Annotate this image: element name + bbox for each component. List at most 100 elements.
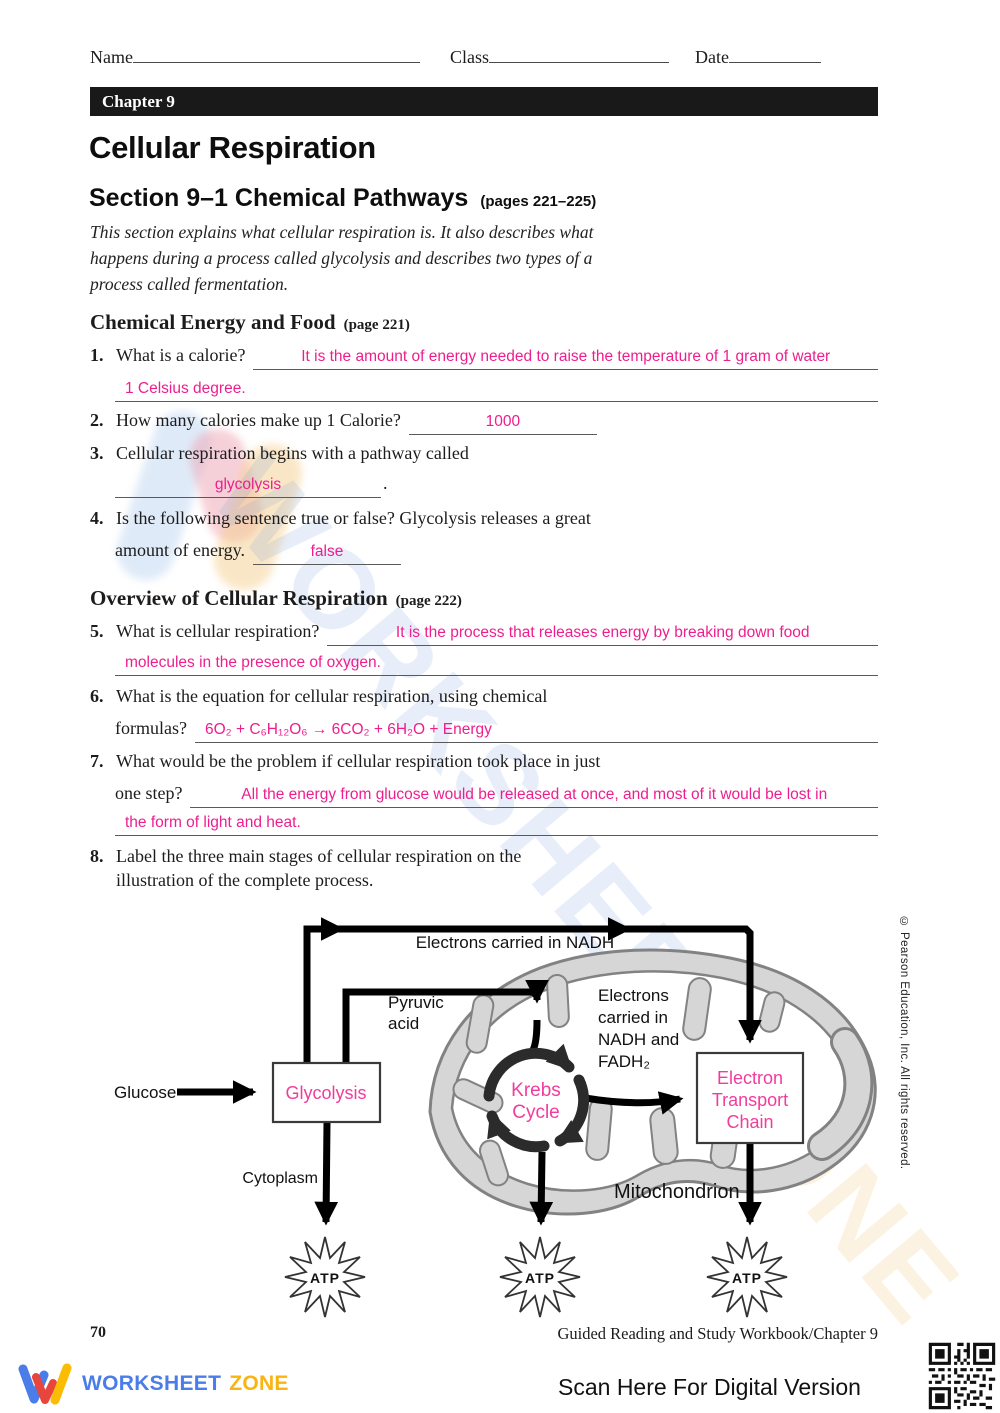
krebs-cycle-ring	[483, 1043, 590, 1153]
etc-label: Electron	[717, 1068, 783, 1088]
atp-star	[499, 1236, 581, 1318]
worksheetzone-logo[interactable]: WORKSHEET ZONE	[18, 1362, 289, 1406]
answer-text: All the energy from glucose would be rel…	[241, 786, 828, 803]
question-4-line-2: amount of energy. false	[115, 539, 878, 565]
atp-label: ATP	[732, 1270, 762, 1286]
answer-blank-q2[interactable]: 1000	[408, 409, 597, 435]
etc-label: Transport	[712, 1090, 788, 1110]
name-label: Name	[90, 47, 133, 67]
answer-text: the form of light and heat.	[125, 814, 301, 831]
electrons-inner-label: NADH and	[598, 1030, 679, 1049]
electrons-nadh-label: Electrons carried in NADH	[416, 933, 614, 952]
question-text: What is cellular respiration?	[116, 621, 320, 641]
answer-text: It is the amount of energy needed to rai…	[301, 348, 831, 365]
question-text: What is the equation for cellular respir…	[116, 686, 548, 706]
question-number: 1.	[90, 345, 104, 365]
question-7-answer-2: the form of light and heat.	[115, 810, 878, 836]
logo-text-worksheet: WORKSHEET	[82, 1372, 222, 1395]
equation-answer: 6O₂ + C₆H₁₂O₆ → 6CO₂ + 6H₂O + Energy	[204, 721, 492, 738]
question-number: 4.	[90, 508, 104, 528]
class-field[interactable]	[489, 46, 669, 63]
question-number: 3.	[90, 443, 104, 463]
atp-stars	[284, 1236, 788, 1318]
answer-blank-q4[interactable]: false	[252, 539, 401, 565]
question-8-line-2: illustration of the complete process.	[116, 869, 879, 892]
question-2: 2. How many calories make up 1 Calorie? …	[90, 409, 878, 435]
answer-text: 1000	[485, 413, 521, 430]
date-field[interactable]	[728, 46, 821, 63]
question-text: Is the following sentence true or false?…	[116, 508, 591, 528]
question-1-answer-2: 1 Celsius degree.	[115, 376, 878, 402]
pyruvic-acid-label: Pyruvic	[388, 993, 444, 1012]
page-number: 70	[90, 1324, 106, 1341]
question-number: 8.	[90, 846, 104, 866]
glycolysis-label: Glycolysis	[285, 1083, 366, 1103]
question-6: 6. What is the equation for cellular res…	[90, 685, 878, 708]
question-text: one step?	[115, 783, 183, 803]
cytoplasm-label: Cytoplasm	[242, 1170, 318, 1187]
question-text: illustration of the complete process.	[116, 870, 374, 890]
krebs-cycle-label: Krebs	[511, 1080, 561, 1101]
glucose-label: Glucose	[114, 1083, 176, 1102]
answer-blank-q3[interactable]: glycolysis	[115, 472, 381, 498]
heading-text: Overview of Cellular Respiration	[90, 586, 388, 610]
electrons-inner-label: Electrons	[598, 986, 669, 1005]
pyruvic-acid-label: acid	[388, 1014, 419, 1033]
question-text: How many calories make up 1 Calorie?	[116, 410, 401, 430]
question-text: What would be the problem if cellular re…	[116, 751, 601, 771]
electron-transport-chain-box	[695, 1051, 805, 1145]
answer-blank-q7[interactable]: All the energy from glucose would be rel…	[190, 782, 878, 808]
name-class-date-row: Name Class Date	[90, 46, 878, 68]
answer-text: false	[310, 543, 344, 560]
question-text: Label the three main stages of cellular …	[116, 846, 522, 866]
page-title: Cellular Respiration	[89, 130, 376, 165]
answer-blank-q5[interactable]: It is the process that releases energy b…	[327, 620, 878, 646]
intro-line: process called fermentation.	[90, 274, 289, 294]
answer-blank-q7b[interactable]: the form of light and heat.	[115, 810, 878, 836]
answer-blank-q1[interactable]: It is the amount of energy needed to rai…	[253, 344, 878, 370]
question-7: 7. What would be the problem if cellular…	[90, 750, 878, 773]
question-5-answer-2: molecules in the presence of oxygen.	[115, 650, 878, 676]
glycolysis-box	[271, 1061, 382, 1124]
question-1: 1. What is a calorie? It is the amount o…	[90, 344, 878, 370]
atp-star	[706, 1236, 788, 1318]
question-text: formulas?	[115, 718, 187, 738]
answer-blank-q6[interactable]: 6O₂ + C₆H₁₂O₆ → 6CO₂ + 6H₂O + Energy	[194, 717, 878, 743]
answer-text: It is the process that releases energy b…	[395, 624, 810, 641]
intro-line: This section explains what cellular resp…	[90, 222, 594, 242]
footer-workbook-text: Guided Reading and Study Workbook/Chapte…	[557, 1324, 878, 1343]
question-number: 5.	[90, 621, 104, 641]
cellular-respiration-diagram: Electrons carried in NADH Pyruvic acid E…	[114, 917, 877, 1318]
question-text: What is a calorie?	[116, 345, 246, 365]
question-7-line-2: one step? All the energy from glucose wo…	[115, 782, 878, 808]
answer-blank-q5b[interactable]: molecules in the presence of oxygen.	[115, 650, 878, 676]
mitochondrion-label: Mitochondrion	[614, 1181, 740, 1203]
atp-label: ATP	[310, 1270, 340, 1286]
intro-line: happens during a process called glycolys…	[90, 248, 593, 268]
name-field[interactable]	[132, 46, 420, 63]
date-label: Date	[695, 47, 729, 67]
section-intro: This section explains what cellular resp…	[90, 219, 670, 297]
chemical-energy-heading: Chemical Energy and Food(page 221)	[90, 310, 410, 335]
section-heading: Section 9–1 Chemical Pathways(pages 221–…	[89, 184, 596, 213]
chapter-banner: Chapter 9	[90, 87, 878, 116]
question-text: amount of energy.	[115, 540, 245, 560]
answer-text: 1 Celsius degree.	[125, 380, 246, 397]
section-pages: (pages 221–225)	[480, 193, 597, 210]
etc-label: Chain	[726, 1112, 773, 1132]
question-4: 4. Is the following sentence true or fal…	[90, 507, 878, 530]
question-text: Cellular respiration begins with a pathw…	[116, 443, 469, 463]
question-3-answer: glycolysis .	[115, 472, 878, 498]
question-6-line-2: formulas? 6O₂ + C₆H₁₂O₆ → 6CO₂ + 6H₂O + …	[115, 717, 878, 743]
question-3: 3. Cellular respiration begins with a pa…	[90, 442, 878, 465]
question-number: 6.	[90, 686, 104, 706]
answer-blank-q1b[interactable]: 1 Celsius degree.	[115, 376, 878, 402]
heading-page-ref: (page 221)	[343, 317, 410, 333]
class-label: Class	[449, 47, 489, 67]
qr-code	[928, 1342, 996, 1410]
logo-text-zone: ZONE	[229, 1372, 289, 1395]
overview-heading: Overview of Cellular Respiration(page 22…	[90, 586, 462, 611]
electrons-inner-label: FADH₂	[598, 1052, 650, 1071]
atp-label: ATP	[525, 1270, 555, 1286]
